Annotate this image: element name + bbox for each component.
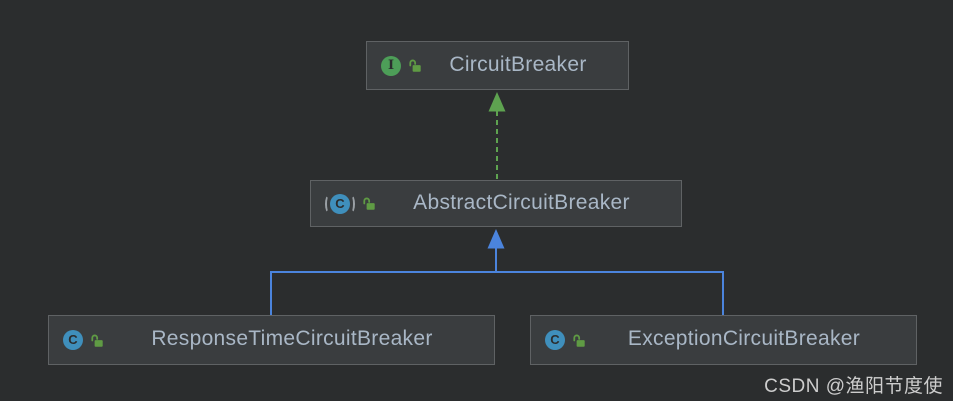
uml-node-response-time-circuit-breaker[interactable]: C ResponseTimeCircuitBreaker — [48, 315, 495, 365]
uml-node-exception-circuit-breaker[interactable]: C ExceptionCircuitBreaker — [530, 315, 917, 365]
node-icons: C — [325, 193, 376, 214]
class-icon: C — [545, 330, 565, 350]
csdn-watermark: CSDN @渔阳节度使 — [764, 376, 943, 397]
abstract-paren-left — [325, 194, 332, 213]
open-lock-icon — [363, 197, 375, 210]
edge-extends-arrow — [487, 229, 505, 272]
interface-icon: I — [381, 55, 401, 76]
node-label: AbstractCircuitBreaker — [413, 190, 630, 214]
node-label: ResponseTimeCircuitBreaker — [151, 327, 433, 350]
class-letter-badge: C — [330, 193, 350, 214]
edge-extends-left — [270, 271, 724, 315]
abstract-paren-right — [348, 194, 355, 213]
open-lock-icon — [573, 334, 585, 347]
uml-node-circuit-breaker[interactable]: I CircuitBreaker — [366, 41, 629, 90]
node-icons: C — [545, 330, 586, 350]
edge-implements — [488, 92, 506, 180]
node-label: CircuitBreaker — [449, 52, 587, 76]
class-icon: C — [63, 330, 83, 350]
abstract-class-icon: C — [325, 193, 355, 214]
node-icons: C — [63, 330, 104, 350]
open-lock-icon — [91, 334, 103, 347]
node-label: ExceptionCircuitBreaker — [627, 327, 861, 350]
open-lock-icon — [409, 59, 421, 72]
node-icons: I — [381, 55, 422, 76]
uml-node-abstract-circuit-breaker[interactable]: C AbstractCircuitBreaker — [310, 180, 682, 227]
